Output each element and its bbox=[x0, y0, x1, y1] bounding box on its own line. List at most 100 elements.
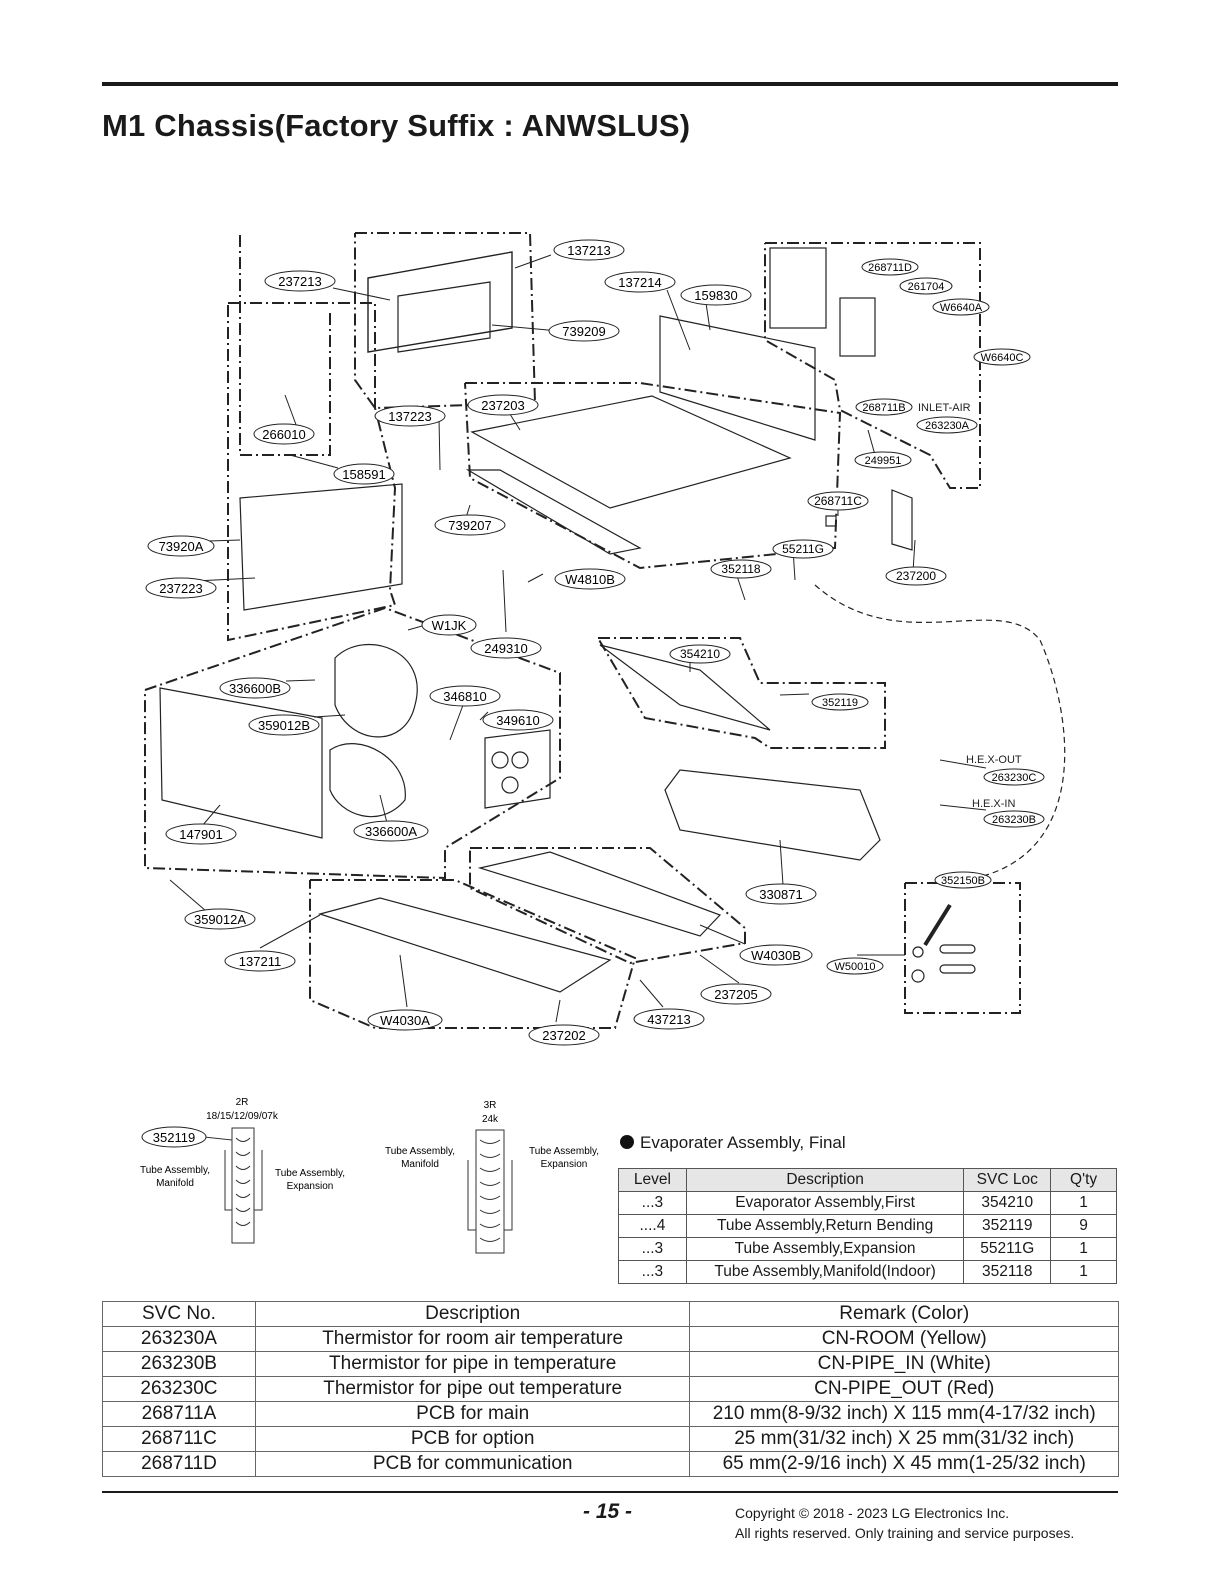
group-outline-drain-cover bbox=[464, 382, 842, 570]
part-shapes bbox=[159, 247, 976, 993]
svg-text:137223: 137223 bbox=[388, 409, 431, 424]
svg-text:349610: 349610 bbox=[496, 713, 539, 728]
part-label: 352150B bbox=[934, 871, 992, 889]
part-label: W4030A bbox=[367, 1009, 443, 1031]
svg-text:359012B: 359012B bbox=[258, 718, 310, 733]
table-row: 263230B Thermistor for pipe in temperatu… bbox=[102, 1351, 1119, 1377]
table-cell: 352119 bbox=[963, 1214, 1052, 1238]
header-cell: Level bbox=[618, 1168, 687, 1192]
part-label: 346810 bbox=[429, 685, 501, 707]
inlet-air-label: INLET-AIR bbox=[918, 402, 971, 414]
svg-text:137214: 137214 bbox=[618, 275, 661, 290]
table-row: 268711A PCB for main 210 mm(8-9/32 inch)… bbox=[102, 1401, 1119, 1427]
table-cell: CN-PIPE_IN (White) bbox=[689, 1351, 1119, 1377]
part-label: 268711D bbox=[861, 258, 919, 276]
table-cell: 9 bbox=[1050, 1214, 1117, 1238]
svg-text:249310: 249310 bbox=[484, 641, 527, 656]
table-cell: 268711C bbox=[102, 1426, 256, 1452]
table-cell: Tube Assembly,Return Bending bbox=[685, 1214, 965, 1238]
svg-text:437213: 437213 bbox=[647, 1012, 690, 1027]
svg-text:352119: 352119 bbox=[822, 697, 858, 709]
table-row: 263230A Thermistor for room air temperat… bbox=[102, 1326, 1119, 1352]
table-cell: CN-ROOM (Yellow) bbox=[689, 1326, 1119, 1352]
part-label: 237213 bbox=[264, 270, 336, 292]
table-cell: 268711D bbox=[102, 1451, 256, 1477]
table-cell: 352118 bbox=[963, 1260, 1052, 1284]
table-cell: 263230B bbox=[102, 1351, 256, 1377]
table-cell: Evaporator Assembly,First bbox=[685, 1191, 965, 1215]
tube-3r-models: 24k bbox=[482, 1114, 499, 1125]
part-label: 349610 bbox=[482, 709, 554, 731]
svg-text:268711D: 268711D bbox=[868, 262, 912, 274]
copyright-line: Copyright © 2018 - 2023 LG Electronics I… bbox=[735, 1505, 1010, 1521]
part-label: 359012B bbox=[248, 714, 320, 736]
svg-text:W6640A: W6640A bbox=[940, 302, 983, 314]
svc-parts-table: SVC No. Description Remark (Color) 26323… bbox=[102, 1301, 1119, 1477]
table-cell: 263230A bbox=[102, 1326, 256, 1352]
tube-2r-expansion-label-2: Expansion bbox=[287, 1181, 334, 1192]
svg-text:268711C: 268711C bbox=[814, 494, 862, 508]
group-outline-evaporator bbox=[597, 637, 886, 749]
tube-2r-diagram: 2R 18/15/12/09/07k 352119 Tube Assembly,… bbox=[140, 1097, 345, 1244]
header-cell: Description bbox=[254, 1301, 691, 1327]
tube-2r-manifold-label: Tube Assembly, bbox=[140, 1165, 210, 1176]
svg-text:W50010: W50010 bbox=[835, 961, 876, 973]
svg-text:W4030B: W4030B bbox=[751, 948, 801, 963]
svg-text:237200: 237200 bbox=[896, 569, 936, 583]
svg-text:352150B: 352150B bbox=[941, 875, 985, 887]
part-label: 137214 bbox=[604, 271, 676, 293]
part-label: 263230A bbox=[916, 416, 978, 434]
header-cell: SVC Loc bbox=[963, 1168, 1052, 1192]
tube-3r-manifold-label-2: Manifold bbox=[401, 1159, 439, 1170]
svg-text:137213: 137213 bbox=[567, 243, 610, 258]
svg-text:237213: 237213 bbox=[278, 274, 321, 289]
svg-text:237203: 237203 bbox=[481, 398, 524, 413]
svg-text:359012A: 359012A bbox=[194, 912, 246, 927]
part-label: 158591 bbox=[333, 463, 395, 485]
group-outline-control-box bbox=[764, 242, 981, 489]
table-cell: 268711A bbox=[102, 1401, 256, 1427]
table-row: ...3 Evaporator Assembly,First 354210 1 bbox=[618, 1191, 1117, 1215]
page-title: M1 Chassis(Factory Suffix : ANWSLUS) bbox=[102, 108, 691, 143]
svg-text:147901: 147901 bbox=[179, 827, 222, 842]
part-label: 268711B bbox=[855, 398, 913, 416]
svg-text:W1JK: W1JK bbox=[432, 618, 467, 633]
part-label: 237202 bbox=[528, 1024, 600, 1046]
svg-text:336600B: 336600B bbox=[229, 681, 281, 696]
table-row: 263230C Thermistor for pipe out temperat… bbox=[102, 1376, 1119, 1402]
part-label: 352118 bbox=[710, 559, 772, 579]
part-label: 352119 bbox=[811, 693, 869, 711]
table-cell: 1 bbox=[1050, 1260, 1117, 1284]
svg-text:W6640C: W6640C bbox=[981, 352, 1024, 364]
table-cell: 1 bbox=[1050, 1191, 1117, 1215]
hex-in-label: H.E.X-IN bbox=[972, 798, 1015, 810]
part-label: 249310 bbox=[470, 637, 542, 659]
svg-text:158591: 158591 bbox=[342, 467, 385, 482]
header-cell: Description bbox=[685, 1168, 965, 1192]
part-label: 739207 bbox=[434, 514, 506, 536]
table-cell: 65 mm(2-9/16 inch) X 45 mm(1-25/32 inch) bbox=[689, 1451, 1119, 1477]
part-label: 268711C bbox=[807, 491, 869, 511]
table-row: 268711C PCB for option 25 mm(31/32 inch)… bbox=[102, 1426, 1119, 1452]
part-label: 73920A bbox=[147, 535, 215, 557]
svg-text:352119: 352119 bbox=[153, 1130, 195, 1145]
leader-lines bbox=[169, 254, 987, 1023]
evaporator-heading-text: Evaporater Assembly, Final bbox=[640, 1133, 846, 1152]
part-label: 330871 bbox=[745, 883, 817, 905]
svg-text:73920A: 73920A bbox=[159, 539, 204, 554]
svg-text:330871: 330871 bbox=[759, 887, 802, 902]
svg-text:354210: 354210 bbox=[680, 647, 720, 661]
page-number: - 15 - bbox=[583, 1500, 633, 1523]
table-cell: 263230C bbox=[102, 1376, 256, 1402]
part-label: 137213 bbox=[553, 239, 625, 261]
header-cell: Remark (Color) bbox=[689, 1301, 1119, 1327]
tube-3r-manifold-label: Tube Assembly, bbox=[385, 1146, 455, 1157]
part-label: W4030B bbox=[739, 944, 813, 966]
part-label: 437213 bbox=[633, 1008, 705, 1030]
svg-text:336600A: 336600A bbox=[365, 824, 417, 839]
table-cell: PCB for option bbox=[254, 1426, 691, 1452]
part-label: 263230C bbox=[983, 768, 1045, 786]
svg-text:263230C: 263230C bbox=[992, 772, 1037, 784]
table-header-row: Level Description SVC Loc Q'ty bbox=[618, 1168, 1117, 1192]
part-label: W50010 bbox=[826, 957, 884, 975]
